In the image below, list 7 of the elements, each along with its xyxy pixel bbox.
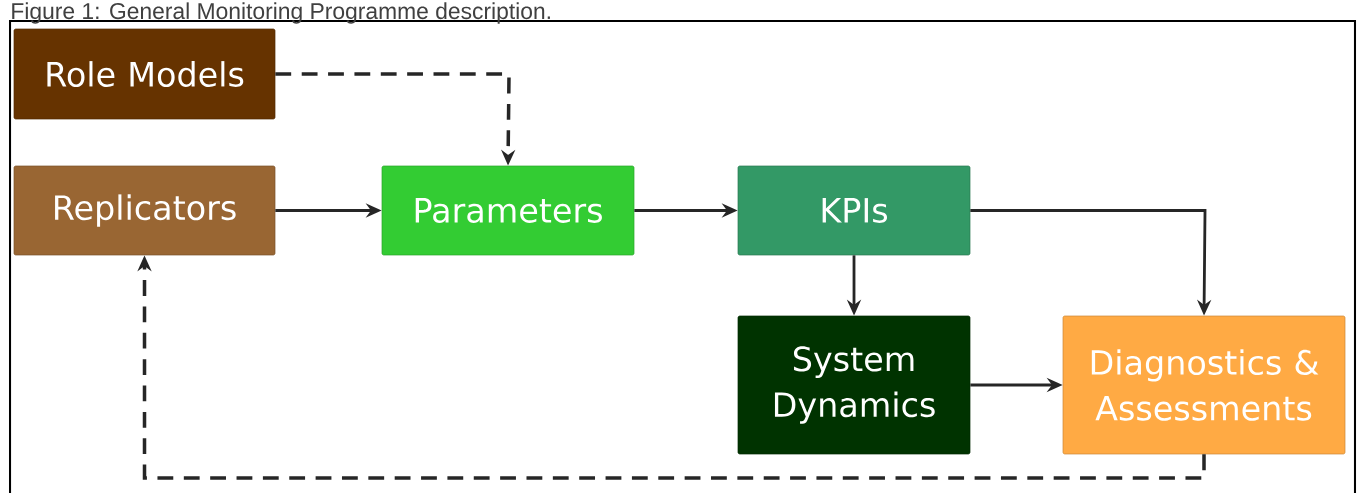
process-box: Parameters xyxy=(381,165,635,256)
figure-caption: Figure 1: General Monitoring Programme description. xyxy=(12,2,550,24)
process-box: System Dynamics xyxy=(737,315,971,455)
process-box: KPIs xyxy=(737,165,971,256)
process-box: Role Models xyxy=(13,28,276,120)
process-box: Replicators xyxy=(13,165,276,256)
process-box: Diagnostics & Assessments xyxy=(1062,315,1346,455)
